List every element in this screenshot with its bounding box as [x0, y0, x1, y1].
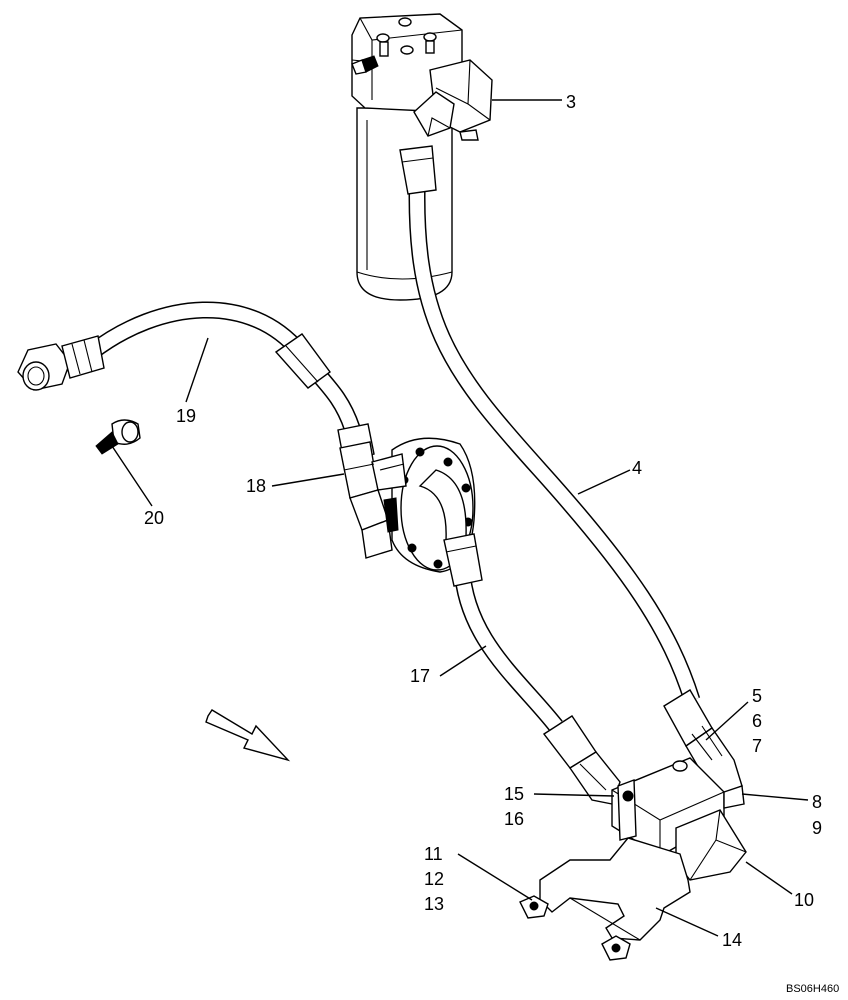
- drawing-code: BS06H460: [786, 983, 839, 995]
- hose-4: [399, 145, 743, 795]
- callout-9: 9: [812, 818, 822, 838]
- callout-15: 15: [504, 784, 524, 804]
- bracket-14: [519, 837, 691, 961]
- callout-20: 20: [144, 508, 164, 528]
- callout-5: 5: [752, 686, 762, 706]
- callout-13: 13: [424, 894, 444, 914]
- hose-19: [17, 301, 375, 463]
- leader-lines: [111, 99, 809, 937]
- callout-19: 19: [176, 406, 196, 426]
- callout-8: 8: [812, 792, 822, 812]
- callout-12: 12: [424, 869, 444, 889]
- plug-20: [95, 419, 141, 455]
- callout-7: 7: [752, 736, 762, 756]
- front-direction-arrow: [205, 709, 291, 762]
- callout-14: 14: [722, 930, 742, 950]
- callout-16: 16: [504, 809, 524, 829]
- callout-17: 17: [410, 666, 430, 686]
- hose-17: [443, 533, 621, 805]
- callout-11: 11: [424, 844, 443, 864]
- valve-block: [611, 757, 747, 881]
- callout-3: 3: [566, 92, 576, 112]
- callout-18: 18: [246, 476, 266, 496]
- callout-labels: 3 4 5 6 7 8 9 10 11 12 13 14 15 16 17 18…: [144, 92, 822, 950]
- callout-6: 6: [752, 711, 762, 731]
- callout-10: 10: [794, 890, 814, 910]
- callout-4: 4: [632, 458, 642, 478]
